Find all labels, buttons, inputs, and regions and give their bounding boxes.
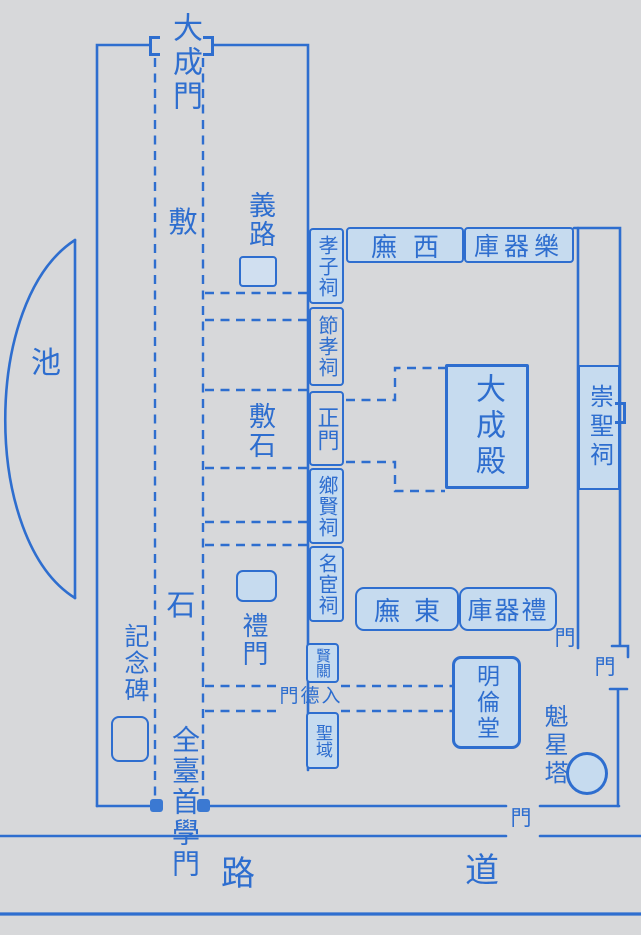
- chongsheng-shrine-box: 崇聖祠: [578, 365, 620, 490]
- xianguan-gate-box: 賢關: [306, 643, 339, 683]
- north-wall-and-strip-wall: [211, 43, 310, 772]
- dacheng-hall-box: 大成殿: [445, 364, 529, 489]
- shrine-minghuan-ci: 名宦祠: [309, 546, 344, 622]
- rite-store-label: 庫器禮: [467, 597, 549, 625]
- rite-gate-label: 禮門: [239, 612, 269, 668]
- east-wing-box: 廡東: [355, 587, 459, 631]
- road-label: 路: [221, 855, 255, 893]
- pond-arc: [3, 238, 77, 600]
- shrine-xiaozi-ci-label: 孝子祠: [315, 234, 337, 298]
- music-store-box: 庫器樂: [464, 227, 574, 263]
- minglun-hall-box: 明倫堂: [452, 656, 521, 749]
- west-outer-wall: [95, 43, 152, 808]
- shrine-xiaozi-ci: 孝子祠: [309, 228, 344, 304]
- east-wall-end-tick: [610, 644, 630, 659]
- solid-walls: [0, 43, 641, 916]
- xianguan-label: 賢關: [314, 648, 331, 678]
- paving-label-top: 敷: [168, 207, 198, 239]
- east-wing-label: 廡東: [373, 595, 454, 626]
- east-outer-wall: [572, 226, 622, 647]
- west-wing-label: 廡西: [370, 231, 455, 262]
- dacheng-gate-label: 大成門: [168, 12, 201, 114]
- shrine-xiangxian-ci-label: 鄉賢祠: [315, 474, 337, 538]
- southeast-wall: [608, 687, 629, 808]
- courtyard-funnel-bottom: [346, 460, 445, 493]
- rite-gate-rect: [236, 570, 277, 602]
- kuixing-tower-circle: [566, 752, 608, 795]
- main-gate-zhengmen: 正門: [309, 391, 344, 466]
- courtyard-funnel-top: [346, 366, 445, 402]
- chongsheng-shrine-label: 崇聖祠: [585, 384, 613, 471]
- paving-label-mid: 敷石: [245, 402, 275, 460]
- shrine-minghuan-ci-label: 名宦祠: [315, 552, 337, 616]
- virtue-gate-label: 門德入: [279, 686, 343, 707]
- chongsheng-gate-mark: [615, 402, 626, 424]
- dacheng-hall-label: 大成殿: [471, 372, 504, 481]
- righteous-path-label: 義路: [245, 191, 275, 249]
- shrine-jiexiao-ci-label: 節孝祠: [315, 315, 337, 378]
- main-gate-label: 正門: [314, 405, 340, 452]
- dacheng-gate-post-right: [203, 36, 214, 56]
- righteous-path-gate-rect: [239, 256, 277, 287]
- shrine-xiangxian-ci: 鄉賢祠: [309, 468, 344, 544]
- west-wing-box: 廡西: [346, 227, 464, 263]
- paving-label-bottom: 石: [166, 590, 196, 622]
- music-store-label: 庫器樂: [473, 233, 564, 261]
- kuixing-tower-label: 魁星塔: [540, 704, 567, 788]
- gate-label-inner-se: 門: [554, 627, 576, 650]
- avenue-label: 道: [465, 852, 499, 890]
- first-school-gate-label: 全臺首學門: [169, 724, 200, 880]
- gate-label-south-wall: 門: [510, 807, 532, 830]
- memorial-stone-rect: [111, 716, 149, 762]
- shengyu-label: 聖域: [313, 723, 332, 758]
- south-gate-post-right: [197, 799, 210, 812]
- shrine-jiexiao-ci: 節孝祠: [309, 307, 344, 386]
- memorial-stone-label: 記念碑: [121, 622, 149, 704]
- shengyu-gate-box: 聖域: [306, 712, 339, 769]
- rite-store-box: 庫器禮: [459, 587, 557, 631]
- dacheng-gate-post-left: [149, 36, 160, 56]
- gate-label-east-wall: 門: [594, 656, 616, 679]
- dashed-paths: [153, 58, 452, 799]
- south-gate-post-left: [150, 799, 163, 812]
- pond-label: 池: [31, 347, 61, 380]
- minglun-hall-label: 明倫堂: [473, 663, 500, 742]
